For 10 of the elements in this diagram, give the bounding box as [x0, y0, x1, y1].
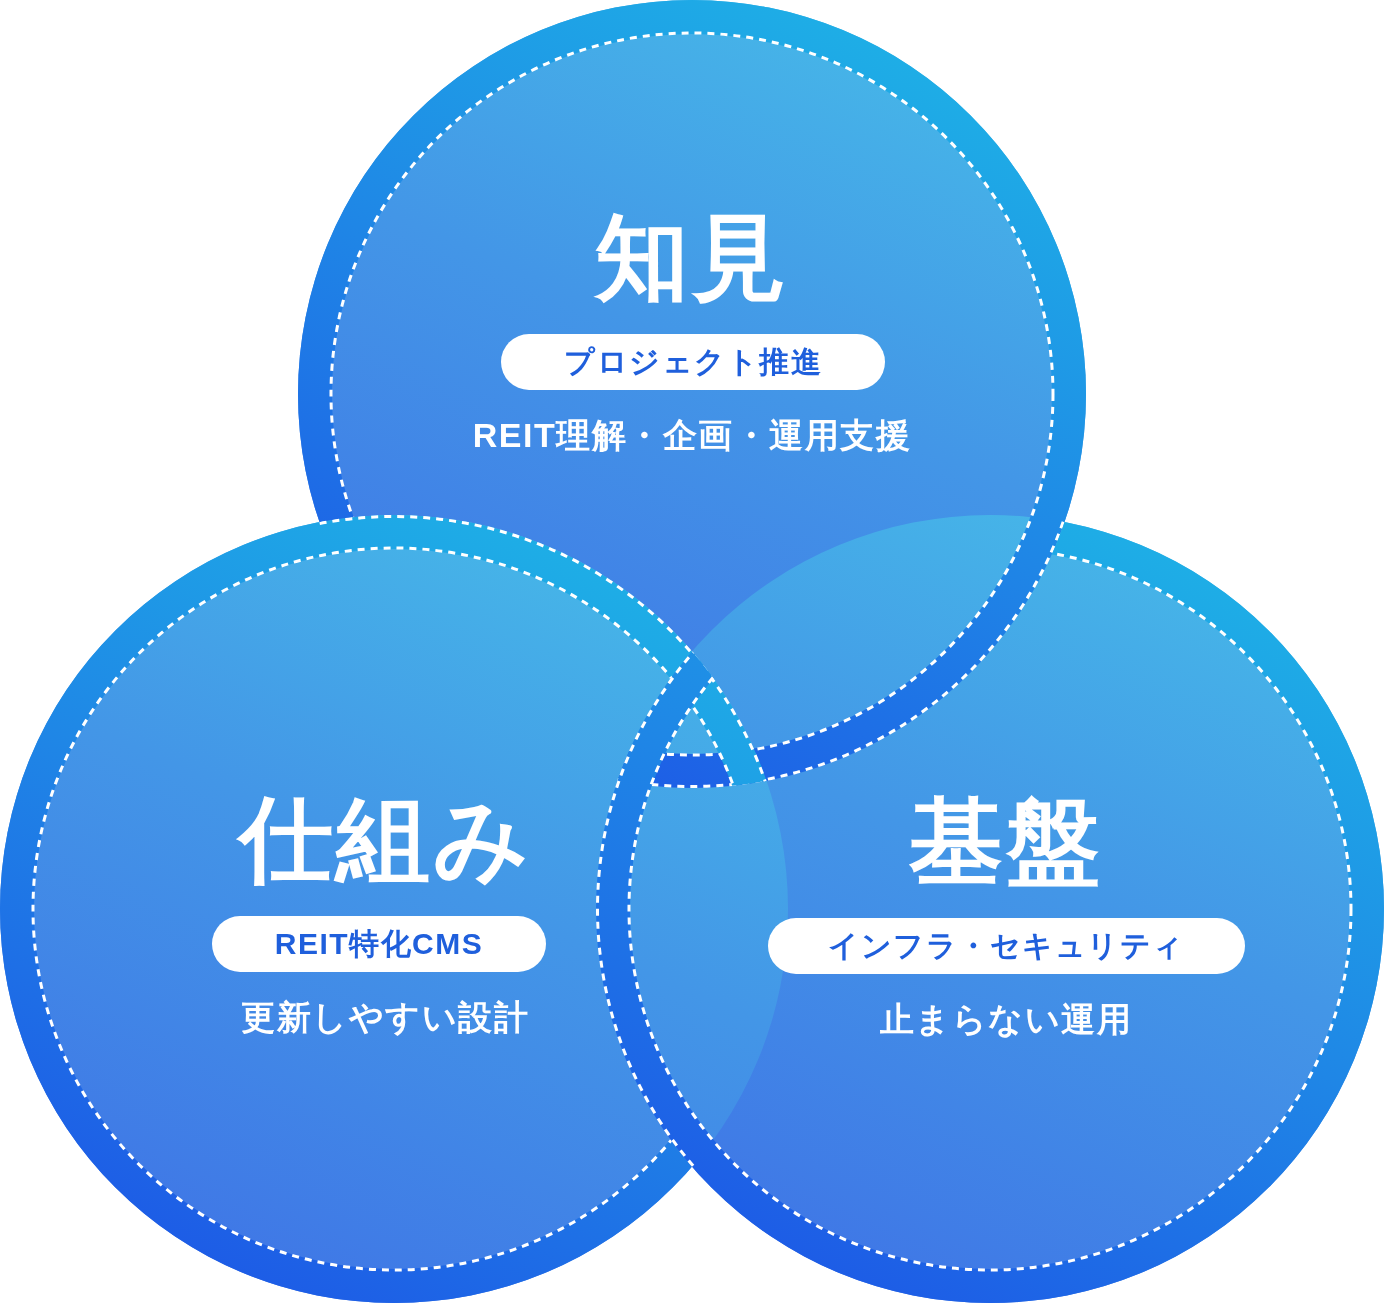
circle-caption: 止まらない運用: [879, 1000, 1133, 1040]
pill-label: REIT特化CMS: [212, 916, 546, 972]
circle-heading: 知見: [595, 203, 789, 312]
circle-heading: 基盤: [909, 787, 1103, 896]
pill-label: プロジェクト推進: [501, 334, 885, 390]
circle-heading: 仕組み: [238, 785, 532, 894]
venn-circle: [0, 515, 788, 1303]
pill-label: インフラ・セキュリティ: [768, 918, 1245, 974]
circle-caption: 更新しやすい設計: [241, 998, 529, 1038]
circle-caption: REIT理解・企画・運用支援: [472, 416, 912, 456]
